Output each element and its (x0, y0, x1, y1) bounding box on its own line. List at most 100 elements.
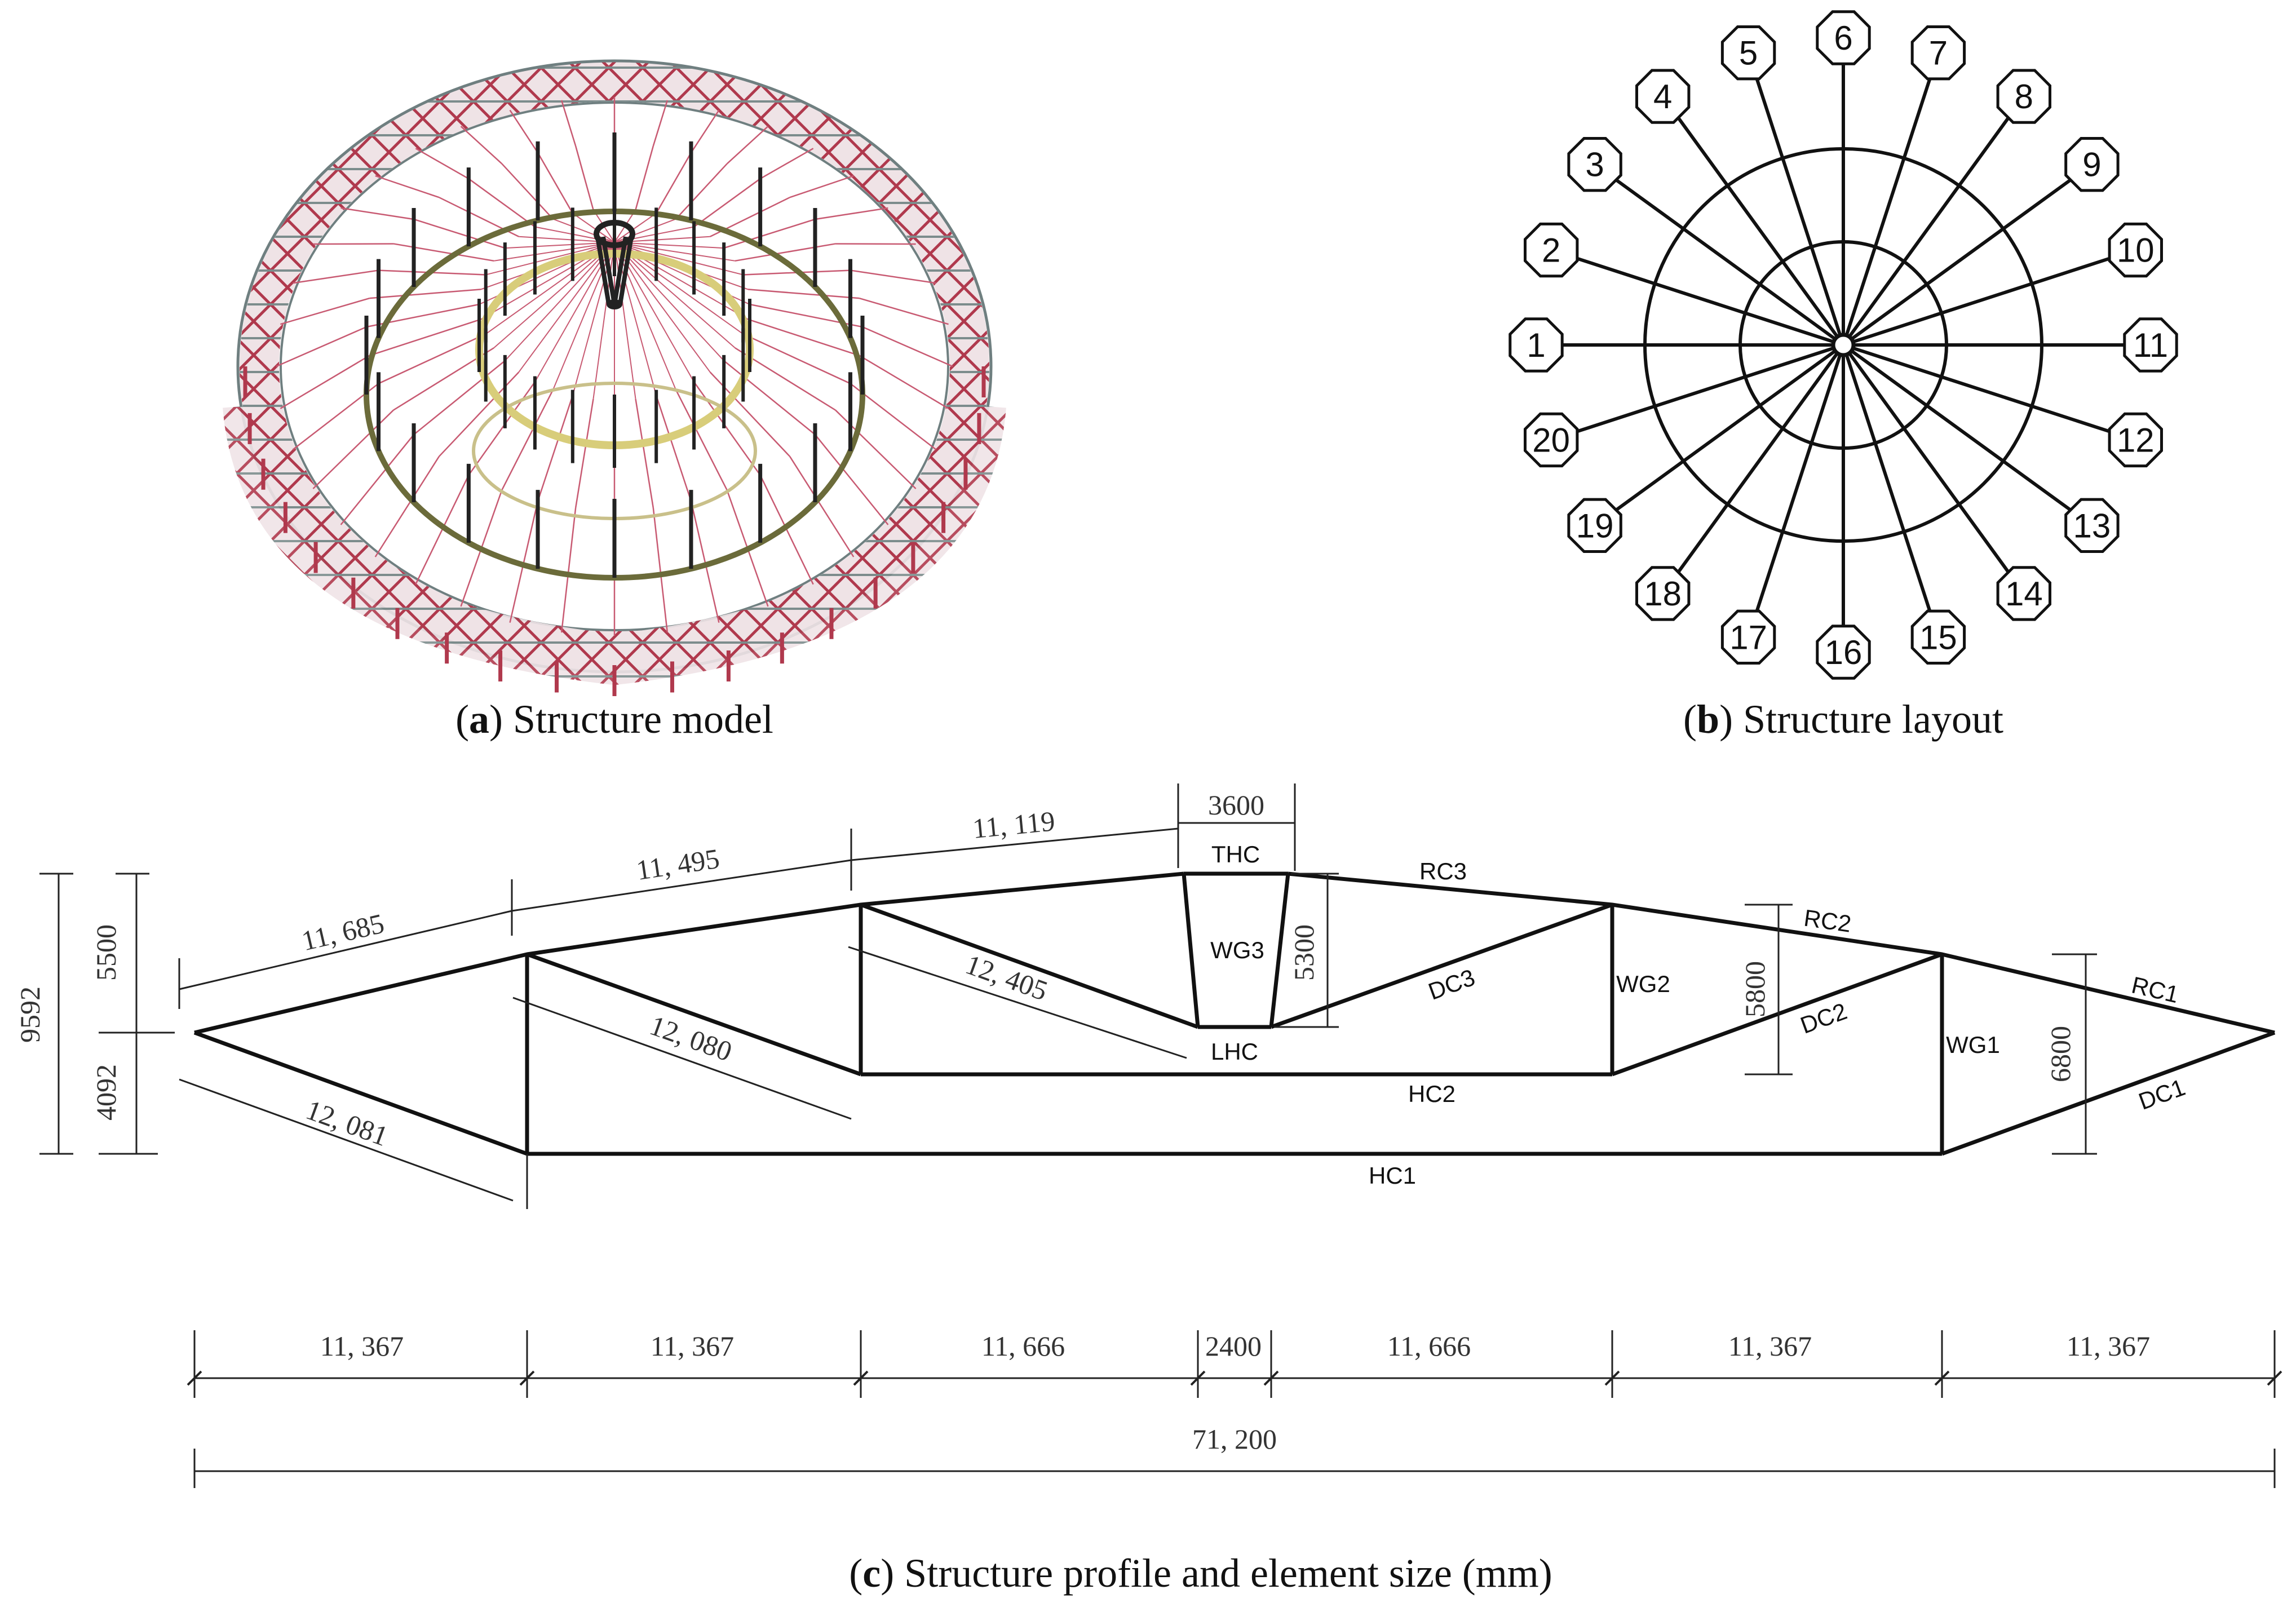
cable-hub (614, 242, 724, 249)
cable-hub (493, 242, 615, 348)
spoke-10 (1843, 256, 2111, 347)
caption-b-text: Structure layout (1743, 697, 2003, 742)
cable-inner (747, 289, 860, 299)
cable-outer (760, 148, 814, 180)
cable-inner (537, 152, 573, 214)
spoke-7 (1842, 78, 1932, 346)
cable-hub (485, 242, 615, 276)
spoke-19 (1616, 343, 1844, 511)
node-octagon-14 (1996, 566, 2051, 621)
span-slash-1 (519, 1370, 535, 1386)
node-octagon-3 (1567, 137, 1622, 192)
top-chord (194, 871, 1184, 1035)
cable-outer (560, 100, 577, 147)
outer-truss-skirt (223, 404, 1006, 685)
cable-hub (614, 242, 711, 373)
cable-outer (652, 507, 669, 633)
cable-outer (340, 434, 415, 525)
cable-outer (276, 326, 367, 368)
dim-left-height-upper: 5500 (90, 924, 122, 981)
spoke-13 (1842, 343, 2071, 511)
spoke-15 (1842, 344, 1932, 612)
cable-outer (460, 126, 503, 165)
label-thc: THC (1211, 841, 1260, 867)
node-label-13: 13 (2073, 507, 2111, 544)
node-label-3: 3 (1585, 146, 1604, 184)
support-legs (243, 366, 986, 696)
cable-inner (709, 371, 791, 457)
cable-inner (369, 289, 481, 299)
node-label-14: 14 (2005, 575, 2043, 613)
dim-line-diag-3 (179, 1078, 514, 1202)
node-octagon-6 (1816, 10, 1871, 65)
cable-outer (850, 269, 936, 284)
label-rc2: RC2 (1802, 905, 1853, 937)
cable-inner (723, 218, 816, 249)
cable-inner (537, 395, 574, 502)
label-wg2: WG2 (1616, 971, 1670, 997)
cable-hub (518, 242, 615, 373)
node-label-12: 12 (2117, 421, 2155, 459)
node-octagon-11 (2123, 317, 2178, 373)
bottom-span-ticks (187, 1330, 2282, 1398)
central-hub-bottom (607, 299, 622, 309)
node-octagon-16 (1816, 625, 1871, 680)
cable-outer (814, 434, 889, 525)
spoke-4 (1677, 117, 1845, 346)
member-left-bottom (193, 1030, 528, 1156)
cable-outer (509, 109, 539, 153)
node-label-20: 20 (1532, 421, 1570, 459)
cable-inner (438, 371, 520, 457)
label-wg3: WG3 (1210, 937, 1264, 963)
cable-inner (655, 395, 692, 502)
dim-line-diag-2 (848, 946, 1187, 1059)
label-hc1: HC1 (1369, 1162, 1416, 1189)
dim-span-7: 11, 367 (2067, 1330, 2150, 1362)
dim-span-2: 11, 367 (651, 1330, 734, 1362)
node-label-19: 19 (1576, 507, 1614, 544)
cable-outer (560, 507, 577, 633)
cable-outer (690, 109, 720, 153)
label-wg1: WG1 (1946, 1032, 2000, 1058)
cable-inner (656, 152, 692, 214)
cable-outer (340, 207, 414, 220)
cable-hub (614, 213, 657, 243)
cable-inner (742, 333, 851, 384)
cable-hub (572, 213, 615, 243)
spoke-2 (1576, 256, 1844, 347)
member-dc1 (1941, 1030, 2276, 1156)
cable-inner (675, 389, 728, 491)
cable-inner (574, 145, 594, 210)
dim-line-top-3 (851, 827, 1179, 861)
cable-outer (815, 207, 888, 220)
node-label-4: 4 (1653, 78, 1672, 116)
node-label-8: 8 (2015, 78, 2033, 116)
cable-inner (501, 163, 554, 220)
caption-a: (a) Structure model (455, 697, 773, 742)
dim-right-height-mid: 5800 (1739, 961, 1771, 1017)
cable-inner (723, 360, 816, 436)
cable-inner (635, 145, 654, 210)
layout-center-node (1831, 333, 1856, 357)
cable-inner (675, 163, 728, 220)
node-label-11: 11 (2133, 326, 2168, 364)
caption-a-letter: a (469, 697, 489, 742)
dim-line-top-2 (511, 859, 852, 912)
span-slash-2 (853, 1370, 869, 1386)
node-label-9: 9 (2082, 146, 2101, 184)
node-octagon-10 (2108, 222, 2163, 278)
cable-outer (859, 297, 949, 325)
dim-total-span: 71, 200 (1192, 1423, 1277, 1455)
dim-span-6: 11, 367 (1728, 1330, 1812, 1362)
cable-inner (693, 178, 761, 228)
spoke-20 (1576, 343, 1844, 433)
dim-right-height-end: 6800 (2045, 1026, 2076, 1082)
spoke-8 (1842, 117, 2010, 346)
cable-hub (505, 242, 615, 361)
node-label-17: 17 (1729, 618, 1767, 656)
node-label-15: 15 (1919, 618, 1957, 656)
label-lhc: LHC (1211, 1038, 1258, 1065)
caption-c: (c) Structure profile and element size (… (849, 1551, 1552, 1596)
node-octagon-8 (1996, 69, 2051, 124)
